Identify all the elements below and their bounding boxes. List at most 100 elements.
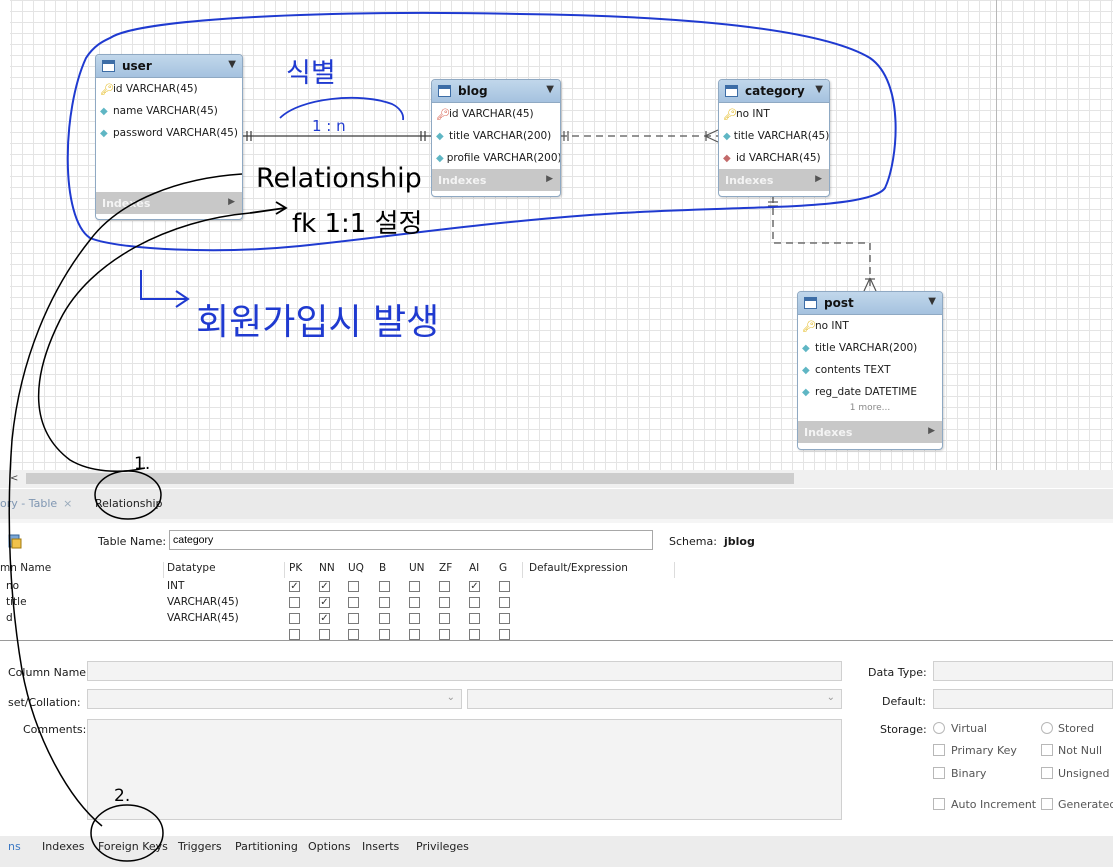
header-g[interactable]: G	[499, 562, 508, 574]
flag-checkbox[interactable]	[319, 629, 330, 640]
flag-checkbox[interactable]	[409, 597, 420, 608]
column-row[interactable]: ◆reg_date DATETIME	[802, 386, 917, 398]
charset-select[interactable]: ⌄	[87, 689, 462, 709]
flag-checkbox[interactable]: ✓	[319, 613, 330, 624]
table-name-input[interactable]	[169, 530, 653, 550]
header-uq[interactable]: UQ	[348, 562, 364, 574]
collapse-arrow-icon[interactable]: ▼	[928, 296, 936, 307]
flag-checkbox[interactable]	[499, 581, 510, 592]
tab-category-table[interactable]: ory - Table×	[0, 497, 73, 510]
flag-checkbox[interactable]	[379, 629, 390, 640]
flag-checkbox[interactable]	[348, 629, 359, 640]
header-b[interactable]: B	[379, 562, 387, 574]
tab-triggers[interactable]: Triggers	[178, 840, 222, 853]
flag-checkbox[interactable]	[499, 613, 510, 624]
table-row[interactable]: no INT	[0, 579, 676, 595]
flag-checkbox[interactable]	[469, 613, 480, 624]
flag-checkbox[interactable]	[409, 613, 420, 624]
flag-checkbox[interactable]	[409, 581, 420, 592]
indexes-section[interactable]: Indexes ▶	[798, 421, 942, 443]
flag-checkbox[interactable]	[499, 629, 510, 640]
entity-header[interactable]: post ▼	[798, 292, 942, 315]
column-row[interactable]: 🔑︎no INT	[802, 319, 849, 333]
column-row[interactable]: 🔑︎no INT	[723, 107, 770, 121]
entity-user[interactable]: user ▼ 🔑︎id VARCHAR(45) ◆name VARCHAR(45…	[95, 54, 243, 220]
flag-checkbox[interactable]	[439, 597, 450, 608]
unsigned-checkbox[interactable]	[1041, 767, 1053, 779]
column-row[interactable]: ◆name VARCHAR(45)	[100, 105, 218, 117]
expand-arrow-icon[interactable]: ▶	[928, 426, 935, 436]
indexes-section[interactable]: Indexes ▶	[719, 169, 829, 191]
column-row[interactable]: ◆title VARCHAR(45)	[723, 130, 830, 142]
cell-datatype[interactable]: VARCHAR(45)	[167, 612, 239, 624]
default-field[interactable]	[933, 689, 1113, 709]
collapse-arrow-icon[interactable]: ▼	[546, 84, 554, 95]
indexes-section[interactable]: Indexes ▶	[432, 169, 560, 191]
collation-select[interactable]: ⌄	[467, 689, 842, 709]
entity-header[interactable]: blog ▼	[432, 80, 560, 103]
virtual-radio[interactable]	[933, 722, 945, 734]
flag-checkbox[interactable]	[289, 629, 300, 640]
entity-blog[interactable]: blog ▼ 🔑︎id VARCHAR(45) ◆title VARCHAR(2…	[431, 79, 561, 197]
tab-privileges[interactable]: Privileges	[416, 840, 469, 853]
expand-arrow-icon[interactable]: ▶	[228, 197, 235, 207]
diagram-canvas[interactable]: user ▼ 🔑︎id VARCHAR(45) ◆name VARCHAR(45…	[0, 0, 1113, 470]
cell-column-name[interactable]: no	[6, 580, 20, 592]
flag-checkbox[interactable]	[439, 629, 450, 640]
entity-category[interactable]: category ▼ 🔑︎no INT ◆title VARCHAR(45) ◆…	[718, 79, 830, 197]
expand-arrow-icon[interactable]: ▶	[815, 174, 822, 184]
collapse-arrow-icon[interactable]: ▼	[815, 84, 823, 95]
scrollbar-thumb[interactable]	[26, 473, 794, 484]
cell-column-name[interactable]: d	[6, 612, 13, 624]
flag-checkbox[interactable]	[348, 597, 359, 608]
tab-inserts[interactable]: Inserts	[362, 840, 400, 853]
auto-increment-checkbox[interactable]	[933, 798, 945, 810]
column-row[interactable]: 🔑︎id VARCHAR(45)	[436, 107, 534, 121]
flag-checkbox[interactable]	[289, 597, 300, 608]
comments-textarea[interactable]	[87, 719, 842, 820]
entity-header[interactable]: category ▼	[719, 80, 829, 103]
tab-partitioning[interactable]: Partitioning	[235, 840, 298, 853]
cell-column-name[interactable]: title	[6, 596, 27, 608]
flag-checkbox[interactable]	[348, 613, 359, 624]
stored-radio[interactable]	[1041, 722, 1053, 734]
flag-checkbox[interactable]	[409, 629, 420, 640]
table-row[interactable]: title VARCHAR(45)	[0, 595, 676, 611]
header-default-expression[interactable]: Default/Expression	[529, 562, 628, 574]
flag-checkbox[interactable]	[439, 613, 450, 624]
header-nn[interactable]: NN	[319, 562, 335, 574]
tab-foreign-keys[interactable]: Foreign Keys	[98, 840, 168, 853]
tab-columns[interactable]: ns	[8, 840, 21, 853]
column-row[interactable]: ◆title VARCHAR(200)	[436, 130, 552, 142]
indexes-section[interactable]: Indexes ▶	[96, 192, 242, 214]
collapse-arrow-icon[interactable]: ▼	[228, 59, 236, 70]
flag-checkbox[interactable]	[379, 597, 390, 608]
not-null-checkbox[interactable]	[1041, 744, 1053, 756]
flag-checkbox[interactable]	[469, 629, 480, 640]
flag-checkbox[interactable]	[499, 597, 510, 608]
table-row[interactable]: d VARCHAR(45)	[0, 611, 676, 627]
flag-checkbox[interactable]	[379, 613, 390, 624]
column-row[interactable]: ◆contents TEXT	[802, 364, 891, 376]
horizontal-scrollbar[interactable]: <	[0, 470, 1113, 488]
cell-datatype[interactable]: VARCHAR(45)	[167, 596, 239, 608]
column-row[interactable]: ◆password VARCHAR(45)	[100, 127, 238, 139]
tab-relationship[interactable]: Relationship	[95, 497, 163, 510]
header-un[interactable]: UN	[409, 562, 425, 574]
more-columns-link[interactable]: 1 more...	[849, 403, 891, 413]
flag-checkbox[interactable]	[469, 597, 480, 608]
column-row[interactable]: ◆title VARCHAR(200)	[802, 342, 918, 354]
expand-arrow-icon[interactable]: ▶	[546, 174, 553, 184]
header-ai[interactable]: AI	[469, 562, 480, 574]
flag-checkbox[interactable]: ✓	[319, 597, 330, 608]
column-row[interactable]: 🔑︎id VARCHAR(45)	[100, 82, 198, 96]
entity-header[interactable]: user ▼	[96, 55, 242, 78]
close-icon[interactable]: ×	[63, 497, 73, 510]
column-row[interactable]: ◆profile VARCHAR(200)	[436, 152, 561, 164]
flag-checkbox[interactable]: ✓	[319, 581, 330, 592]
scroll-left-arrow-icon[interactable]: <	[10, 473, 19, 484]
tab-options[interactable]: Options	[308, 840, 351, 853]
flag-checkbox[interactable]	[439, 581, 450, 592]
flag-checkbox[interactable]	[348, 581, 359, 592]
header-zf[interactable]: ZF	[439, 562, 453, 574]
